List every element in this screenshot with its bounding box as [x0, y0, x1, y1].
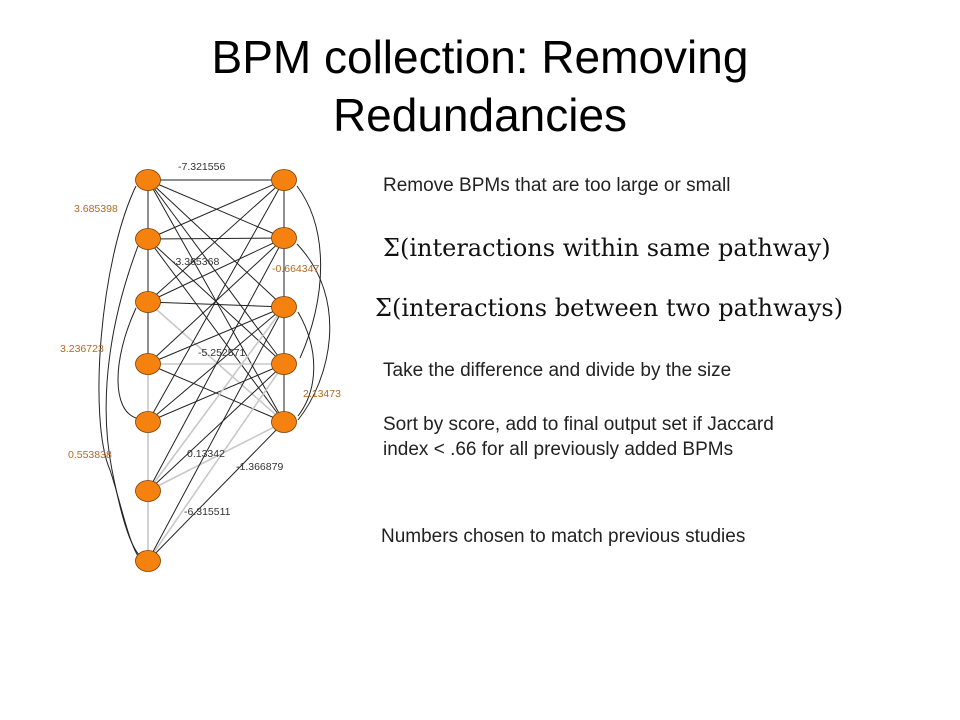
network-node-left	[135, 480, 161, 502]
edge-cross	[147, 421, 285, 492]
formula-within-pathway: Σ(interactions within same pathway)	[383, 234, 831, 262]
edge-weight-label: -0.664347	[272, 263, 319, 275]
edge-cross	[147, 301, 285, 308]
network-node-left	[135, 291, 161, 313]
slide-title: BPM collection: Removing Redundancies	[0, 28, 960, 144]
edge-cross	[147, 179, 285, 240]
edge-weight-label: -3.365368	[172, 256, 219, 268]
edge-cross	[147, 421, 285, 562]
edge-cross	[147, 179, 285, 423]
edge-curve-right-3	[297, 311, 315, 417]
network-node-right	[271, 296, 297, 318]
edge-cross	[147, 237, 285, 240]
network-node-left	[135, 550, 161, 572]
edge-curve-left-inner	[105, 245, 141, 557]
edge-weight-label: 2.13473	[303, 388, 341, 400]
edge-cross	[147, 301, 285, 423]
network-node-left	[135, 411, 161, 433]
edge-cross	[147, 238, 285, 423]
network-node-right	[271, 227, 297, 249]
edge-cross	[147, 363, 285, 492]
edge-weight-label: -6.315511	[184, 506, 231, 518]
bullet-take-difference: Take the difference and divide by the si…	[383, 360, 732, 381]
network-node-right	[271, 169, 297, 191]
edge-weight-label: 3.685398	[74, 203, 118, 215]
title-line-2: Redundancies	[332, 89, 628, 141]
network-edges	[98, 179, 331, 562]
edge-cross	[147, 306, 285, 365]
edge-weight-label: -7.321556	[178, 161, 225, 173]
edge-weight-label: 0.553838	[68, 449, 112, 461]
edge-cross	[147, 179, 285, 365]
network-node-left	[135, 228, 161, 250]
bullet-sort-by-score: Sort by score, add to final output set i…	[383, 414, 774, 460]
network-node-right	[271, 353, 297, 375]
edge-curve-right-1	[296, 185, 322, 359]
edge-cross	[147, 363, 285, 562]
network-node-left	[135, 169, 161, 191]
edge-cross	[147, 179, 285, 308]
edge-cross	[147, 237, 285, 303]
network-nodes	[135, 169, 297, 572]
edge-cross	[147, 363, 285, 423]
bullet-remove-bpms: Remove BPMs that are too large or small	[383, 175, 731, 196]
network-node-left	[135, 353, 161, 375]
edge-cross	[147, 237, 285, 492]
edge-weight-label: -5.252571	[198, 347, 245, 359]
network-node-right	[271, 411, 297, 433]
edge-labels: -7.321556 3.685398 -3.365368 -0.664347 3.236…	[60, 161, 341, 518]
edge-curve-left-outer	[98, 185, 139, 557]
edge-weight-label: 0.13342	[187, 448, 225, 460]
edge-cross	[147, 306, 285, 492]
edge-weight-label: 3.236723	[60, 343, 104, 355]
title-line-1: BPM collection: Removing	[211, 31, 749, 83]
edge-cross	[147, 306, 285, 562]
bullet-numbers-chosen: Numbers chosen to match previous studies	[381, 526, 746, 547]
edge-weight-label: -1.366879	[236, 461, 283, 473]
formula-between-pathways: Σ(interactions between two pathways)	[375, 294, 844, 322]
edge-cross	[147, 179, 285, 303]
edge-curve-left-short	[117, 307, 137, 419]
edge-curve-right-2	[296, 243, 331, 421]
